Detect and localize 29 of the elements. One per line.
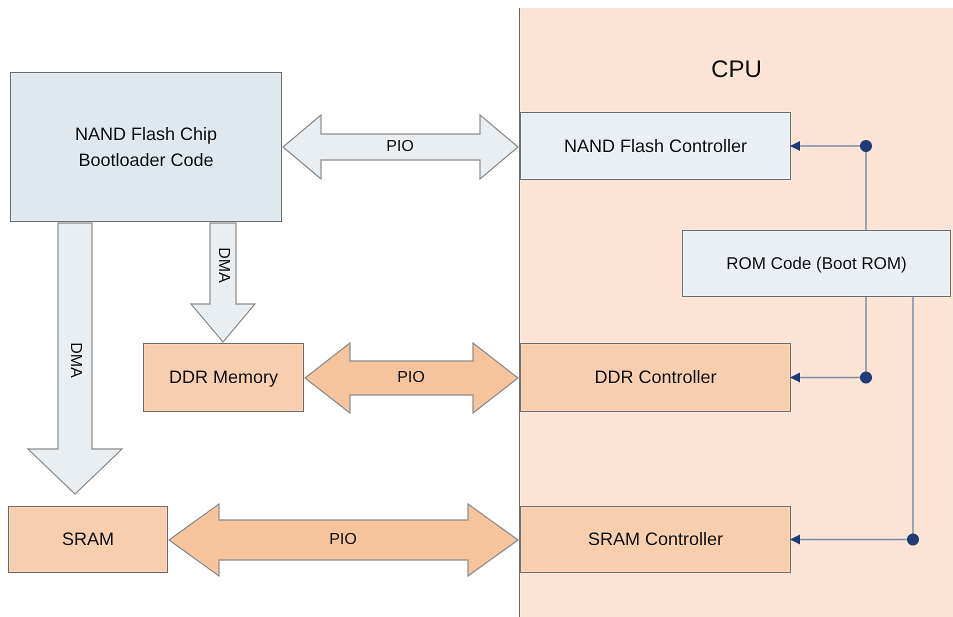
node-label: ROM Code (Boot ROM) [726, 252, 907, 275]
block-arrow [26, 222, 124, 495]
edge-label: PIO [386, 138, 414, 156]
chip-box [10, 72, 282, 222]
edge-label: DMA [214, 247, 232, 283]
memory-box [143, 343, 304, 412]
edge-label: PIO [329, 531, 357, 549]
edge-label: DMA [66, 342, 84, 378]
controller-box [520, 343, 791, 412]
node-label: NAND Flash Controller [564, 134, 748, 158]
node-label: DDR Memory [168, 366, 278, 389]
block-arrow [282, 114, 519, 180]
arrow [790, 297, 867, 382]
controller-box [520, 506, 791, 573]
rom-box [682, 230, 951, 297]
node-label: DDR Controller [594, 366, 717, 389]
node-label: CPU [710, 55, 763, 85]
arrow [790, 141, 867, 230]
block-arrow [168, 502, 520, 578]
node-label: NAND Flash Chip Bootloader Code [74, 123, 218, 172]
memory-box [8, 506, 168, 573]
block-arrow [304, 342, 519, 414]
arrow [790, 297, 914, 544]
block-arrow [190, 222, 256, 343]
cpu-region [519, 8, 953, 617]
node-label: SRAM Controller [588, 528, 724, 551]
edge-label: PIO [397, 369, 425, 387]
node-label: SRAM [62, 528, 114, 551]
controller-box [520, 112, 791, 180]
